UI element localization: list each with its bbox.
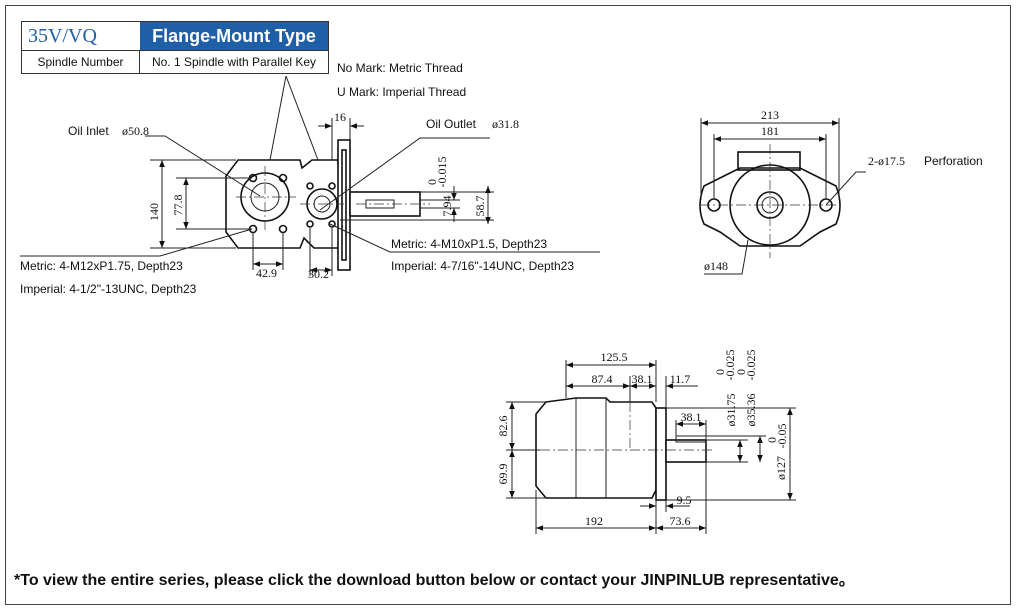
dim-87-4-text: 87.4	[592, 372, 613, 386]
front-mount-flange	[337, 139, 351, 271]
dim-213-text: 213	[761, 108, 779, 122]
spindle-number-label: Spindle Number	[22, 50, 140, 74]
dim-9-5-text: 9.5	[677, 493, 692, 507]
perforation-dim: 2-ø17.5	[868, 154, 905, 168]
dim-58-7-text: 58.7	[473, 196, 487, 217]
imperial-thread-left: Imperial: 4-1/2"-13UNC, Depth23	[20, 282, 197, 296]
leader-line	[319, 137, 490, 211]
footer-note: *To view the entire series, please click…	[14, 572, 855, 589]
outlet-bolt-hole	[306, 182, 314, 190]
leader-line	[704, 239, 749, 275]
dim-31-75-text: ø31.75	[724, 394, 738, 427]
dim-69-9-text: 69.9	[496, 464, 510, 485]
spindle-number-value: No. 1 Spindle with Parallel Key	[140, 50, 328, 74]
leader-line	[269, 75, 287, 161]
outlet-bolt-hole	[328, 182, 336, 190]
side-view: 125.5 87.4 38.1 11.7 38.1 82.6 69.9 ø31.…	[496, 350, 796, 534]
front-view: No Mark: Metric Thread U Mark: Imperial …	[20, 61, 600, 296]
mount-type-label: Flange-Mount Type	[140, 22, 328, 50]
dim-11-7-text: 11.7	[670, 372, 691, 386]
oil-outlet-label: Oil Outlet	[426, 117, 477, 131]
side-mount-flange	[655, 407, 667, 501]
dim-125-5-text: 125.5	[601, 350, 628, 364]
series-label: 35V/VQ	[28, 25, 97, 47]
tol-7-94-upper: 0	[425, 179, 439, 185]
front-shaft-key	[365, 199, 395, 209]
no-mark-label: No Mark: Metric Thread	[337, 61, 463, 75]
metric-thread-left: Metric: 4-M12xP1.75, Depth23	[20, 259, 183, 273]
tol-35-36-lower: -0.025	[744, 350, 758, 381]
metric-thread-right: Metric: 4-M10xP1.5, Depth23	[391, 237, 547, 251]
dim-73-6-text: 73.6	[670, 514, 691, 528]
inlet-bolt-hole	[278, 173, 288, 183]
oil-outlet-dia: ø31.8	[492, 117, 519, 131]
leader-line	[825, 171, 866, 206]
tol-127-lower: -0.05	[775, 424, 789, 449]
leader-line	[20, 228, 253, 257]
side-shaft	[665, 439, 707, 463]
tol-35-36-upper: 0	[734, 369, 748, 375]
leader-line	[145, 135, 261, 197]
tol-31-75-upper: 0	[713, 369, 727, 375]
dim-140-text: 140	[147, 203, 161, 221]
drawing-frame	[5, 5, 1011, 605]
imperial-thread-right: Imperial: 4-7/16"-14UNC, Depth23	[391, 259, 574, 273]
dim-38-1-top-text: 38.1	[632, 372, 653, 386]
dim-42-9-text: 42.9	[256, 266, 277, 280]
front-flange-inner	[341, 149, 347, 261]
tol-31-75-lower: -0.025	[723, 350, 737, 381]
end-view: 213 181 2-ø17.5 Perforation ø148	[699, 108, 983, 275]
u-mark-label: U Mark: Imperial Thread	[337, 85, 466, 99]
perforation-label: Perforation	[924, 154, 983, 168]
side-pump-body	[535, 397, 657, 499]
end-top-boss	[737, 151, 801, 171]
oil-inlet-dia: ø50.8	[122, 124, 149, 138]
header-table: 35V/VQ Flange-Mount Type Spindle Number …	[21, 21, 329, 74]
leader-line	[285, 75, 319, 161]
dim-192-text: 192	[585, 514, 603, 528]
leader-line	[329, 223, 600, 253]
outlet-bolt-hole	[306, 220, 314, 228]
dim-148-text: ø148	[704, 259, 728, 273]
tol-7-94-lower: -0.015	[435, 157, 449, 188]
dim-38-1-key-text: 38.1	[681, 410, 702, 424]
dim-127-text: ø127	[774, 456, 788, 480]
dim-7-94-text: 7.94	[440, 196, 454, 217]
dim-77-8-text: 77.8	[171, 195, 185, 216]
dim-35-36-text: ø35.36	[744, 394, 758, 427]
dim-16-text: 16	[334, 110, 346, 124]
tol-127-upper: 0	[765, 437, 779, 443]
oil-inlet-label: Oil Inlet	[68, 124, 109, 138]
side-shaft-key	[675, 435, 707, 443]
dim-181-text: 181	[761, 124, 779, 138]
dim-30-2-text: 30.2	[308, 267, 329, 281]
dim-82-6-text: 82.6	[496, 416, 510, 437]
outlet-bolt-hole	[328, 220, 336, 228]
